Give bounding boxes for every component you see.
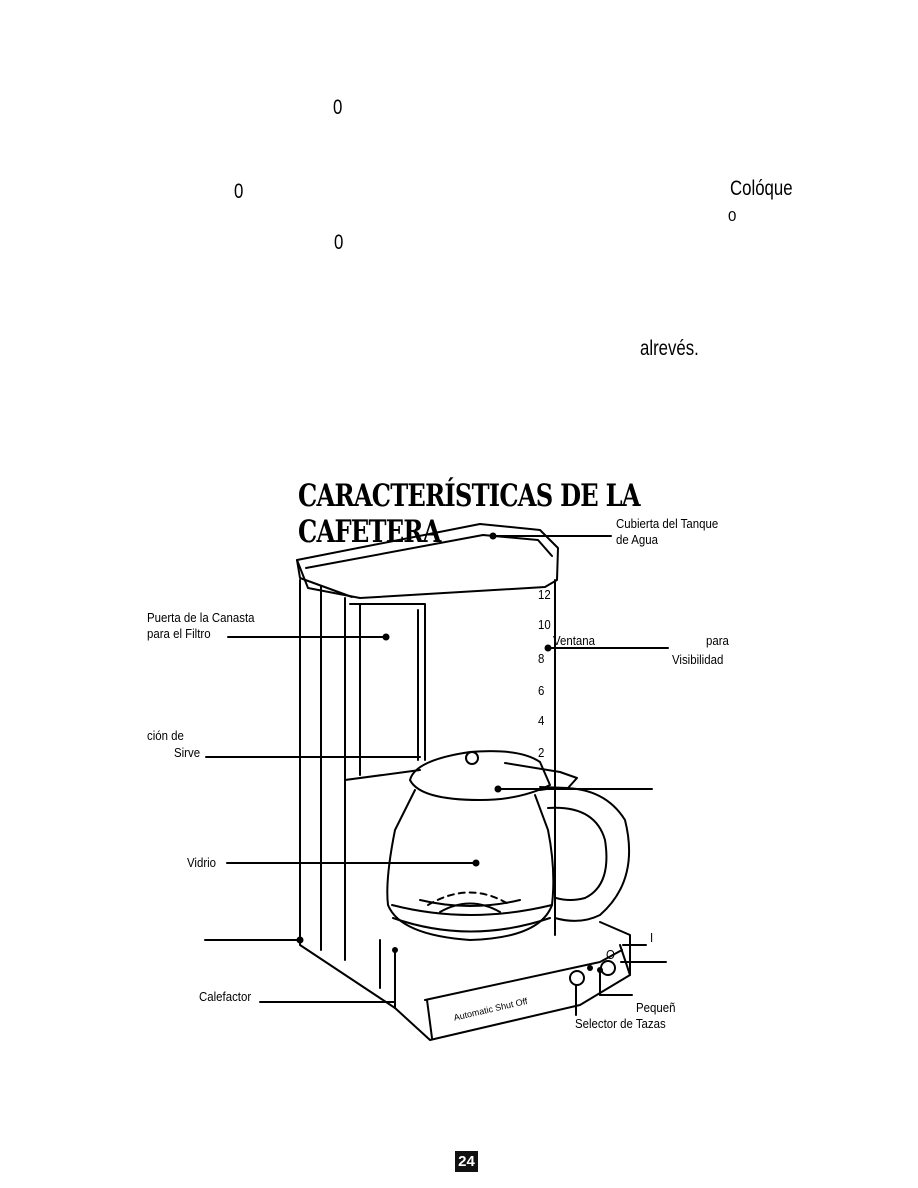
text-fragment-5: 0	[334, 231, 344, 254]
label-window-visibility: Visibilidad	[672, 652, 724, 667]
scale-8: 8	[538, 651, 545, 666]
scale-2: 2	[538, 745, 545, 760]
label-cup-selector: Selector de Tazas	[575, 1016, 666, 1031]
text-fragment-2: 0	[234, 180, 244, 203]
label-water-tank-cover-line1: Cubierta del Tanque	[616, 516, 719, 531]
scale-6: 6	[538, 683, 545, 698]
label-small-batch: Pequeñ	[636, 1000, 676, 1015]
scale-12: 12	[538, 587, 551, 602]
label-water-tank-cover-line2: de Agua	[616, 532, 658, 547]
text-fragment-3: Colóque	[730, 177, 793, 200]
section-title: CARACTERÍSTICAS DE LA CAFETERA	[298, 478, 641, 550]
scale-10: 10	[538, 617, 551, 632]
label-filter-basket-door-line1: Puerta de la Canasta	[147, 610, 255, 625]
label-glass: Vidrio	[187, 855, 217, 870]
label-window-para: para	[706, 633, 729, 648]
page-number: 24	[455, 1151, 478, 1172]
label-control-mark: I	[650, 930, 654, 945]
text-fragment-6: alrevés.	[640, 337, 699, 360]
text-fragment-1: 0	[333, 96, 343, 119]
label-pause-serve-line2: Sirve	[174, 745, 201, 760]
scale-4: 4	[538, 713, 545, 728]
label-pause-serve-line1: ción de	[147, 728, 184, 743]
label-heater: Calefactor	[199, 989, 252, 1004]
label-window: Ventana	[553, 633, 595, 648]
label-control-o: O	[606, 947, 615, 962]
text-fragment-4: 0	[728, 208, 737, 225]
label-water-tank-cover: Cubierta del Tanque de Agua	[616, 516, 718, 548]
label-filter-basket-door-line2: para el Filtro	[147, 626, 211, 641]
label-filter-basket-door: Puerta de la Canasta para el Filtro	[147, 610, 254, 642]
